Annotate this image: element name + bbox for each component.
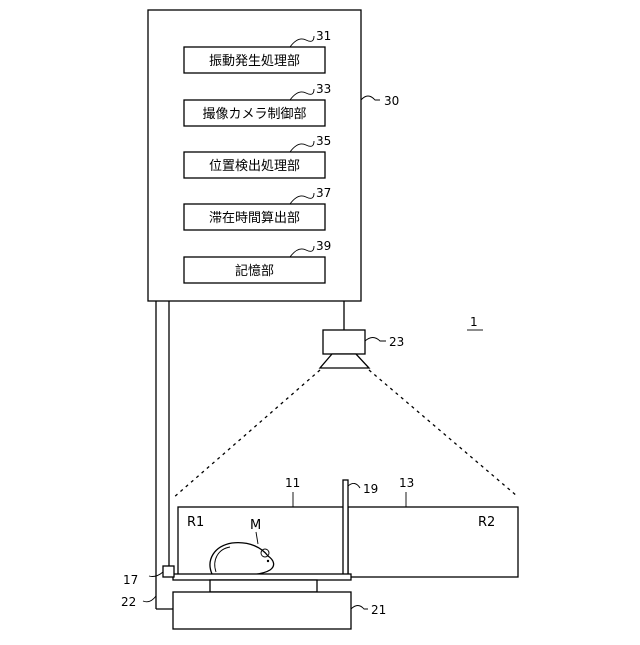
- camera-field-of-view-right: [369, 370, 517, 496]
- module-label: 振動発生処理部: [209, 54, 300, 69]
- cable-ref: 22: [121, 595, 136, 609]
- module-ref: 31: [316, 29, 331, 43]
- cage-right-ref: 13: [399, 476, 414, 490]
- camera: 23: [320, 301, 404, 368]
- module-label: 滞在時間算出部: [209, 211, 300, 226]
- controller-ref: 30: [384, 94, 399, 108]
- cage-assembly: R1 R2 11 19 13: [178, 476, 518, 579]
- camera-lens: [320, 354, 369, 368]
- controller-leader: [361, 96, 380, 100]
- partition-ref: 19: [363, 482, 378, 496]
- camera-leader: [365, 338, 386, 342]
- system-ref: 1: [470, 315, 478, 329]
- cage-left-ref: 11: [285, 476, 300, 490]
- module-label: 位置検出処理部: [209, 159, 300, 174]
- partition-leader: [348, 483, 360, 488]
- vibrator-ref: 21: [371, 603, 386, 617]
- module-ref: 35: [316, 134, 331, 148]
- floor-plate: [173, 574, 351, 580]
- module-ref: 33: [316, 82, 331, 96]
- module-ref: 37: [316, 186, 331, 200]
- sensor-box: [163, 566, 174, 577]
- sensor-ref: 17: [123, 573, 138, 587]
- camera-ref: 23: [389, 335, 404, 349]
- animal-label: M: [250, 518, 261, 533]
- region-left-label: R1: [187, 515, 204, 530]
- vibration-stage: 21: [173, 574, 386, 629]
- partition: [343, 480, 348, 579]
- stage-support: [210, 580, 317, 592]
- module-ref: 39: [316, 239, 331, 253]
- sensor: 17: [123, 566, 174, 587]
- vibrator-leader: [351, 606, 368, 610]
- camera-body: [323, 330, 365, 354]
- module-label: 撮像カメラ制御部: [202, 106, 306, 122]
- cable-leader: [143, 596, 156, 602]
- module-label: 記憶部: [235, 263, 274, 279]
- vibrator-box: [173, 592, 351, 629]
- controller-unit: 30 振動発生処理部 31 撮像カメラ制御部 33 位置検出処理部 35 滞在時…: [148, 10, 399, 301]
- mouse-eye: [267, 560, 269, 562]
- cables: [156, 301, 173, 609]
- region-right-label: R2: [478, 515, 495, 530]
